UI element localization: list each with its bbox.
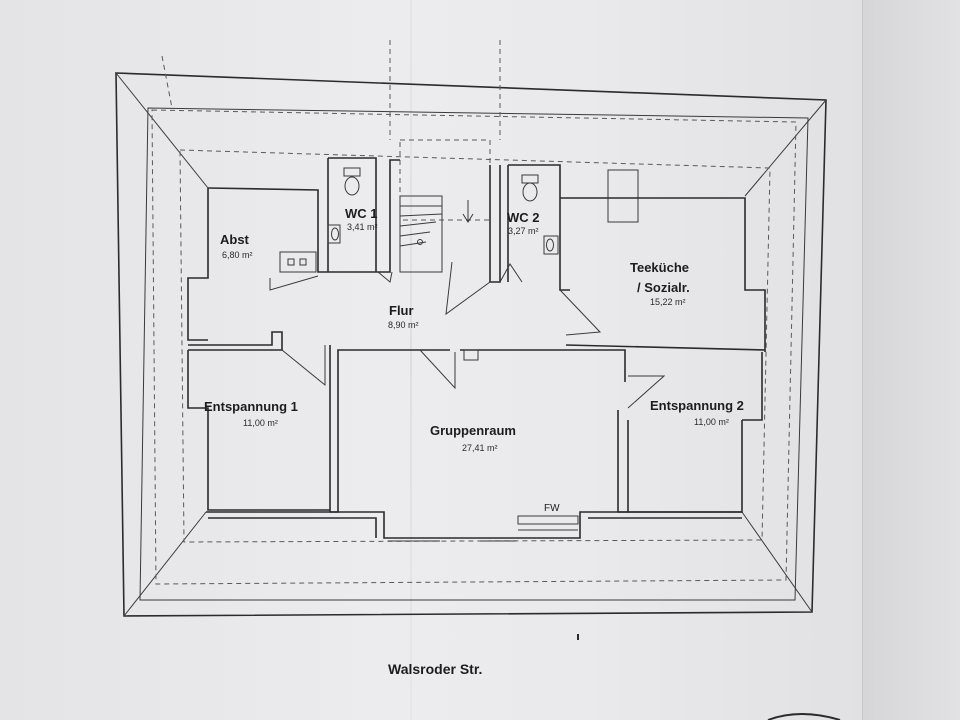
toilet-tank-wc1 bbox=[343, 167, 361, 177]
room-area-entspannung2: 11,00 m² bbox=[694, 417, 729, 427]
room-label-flur: Flur bbox=[389, 303, 414, 318]
toilet-tank-wc2 bbox=[521, 174, 539, 184]
wall-stair-right bbox=[489, 165, 501, 283]
room-label-teekueche-line2: / Sozialr. bbox=[637, 280, 690, 295]
door-wc1 bbox=[377, 271, 393, 283]
dashed-stair-void bbox=[399, 139, 491, 221]
room-label-gruppenraum: Gruppenraum bbox=[430, 423, 516, 438]
door-entspannung1 bbox=[281, 345, 326, 387]
room-area-abst: 6,80 m² bbox=[222, 250, 253, 260]
sink-wc2 bbox=[543, 235, 559, 255]
door-teekueche bbox=[559, 289, 602, 336]
room-area-entspannung1: 11,00 m² bbox=[243, 418, 278, 428]
wall-left-upper bbox=[187, 188, 209, 341]
room-area-flur: 8,90 m² bbox=[388, 320, 419, 330]
stair-step bbox=[399, 241, 427, 247]
column-marker bbox=[463, 349, 479, 361]
stair-newel bbox=[417, 239, 423, 245]
sink-icon bbox=[331, 227, 339, 241]
room-label-wc1: WC 1 bbox=[345, 206, 378, 221]
wall-entspannung2-rightedge bbox=[742, 352, 763, 421]
stair-step bbox=[399, 213, 443, 217]
hip-line-se bbox=[741, 511, 813, 613]
stair-step bbox=[399, 221, 437, 227]
door-abst bbox=[269, 275, 319, 291]
hip-line-ne bbox=[744, 99, 827, 197]
room-label-wc2: WC 2 bbox=[507, 210, 540, 225]
toilet-icon bbox=[522, 182, 538, 202]
room-area-wc1: 3,41 m² bbox=[347, 222, 378, 232]
toilet-icon bbox=[344, 176, 360, 196]
stair-arrow-head bbox=[462, 213, 474, 223]
door-stair bbox=[445, 261, 491, 316]
paper-fold bbox=[410, 0, 412, 720]
wall-gruppenraum-top bbox=[460, 349, 626, 382]
paper-edge bbox=[862, 0, 960, 720]
room-area-wc2: 3,27 m² bbox=[508, 226, 539, 236]
staircase bbox=[399, 195, 443, 273]
room-area-gruppenraum: 27,41 m² bbox=[462, 443, 498, 453]
sink-icon bbox=[546, 238, 554, 252]
room-label-teekueche: Teeküche bbox=[630, 260, 689, 275]
wall-entspannung1-top bbox=[188, 331, 283, 351]
hip-line-nw bbox=[115, 72, 209, 189]
wall-entspannung2-right bbox=[628, 420, 743, 513]
stamp-edge bbox=[767, 713, 841, 720]
room-label-entspannung1: Entspannung 1 bbox=[204, 399, 298, 414]
wall-entspannung1-left bbox=[187, 350, 330, 511]
wall-abst-wc1 bbox=[207, 159, 400, 273]
door-wc2 bbox=[499, 263, 523, 283]
wall-wc2-box bbox=[508, 164, 570, 291]
cabinet-knob bbox=[299, 258, 307, 266]
dashed-line-corner bbox=[161, 55, 173, 109]
escape-window bbox=[517, 515, 579, 525]
room-label-entspannung2: Entspannung 2 bbox=[650, 398, 744, 413]
escape-window-label: FW bbox=[544, 503, 560, 514]
wall-teekueche bbox=[560, 197, 766, 352]
door-entspannung2 bbox=[627, 375, 666, 409]
roof-inner-outline bbox=[139, 107, 809, 601]
cabinet-knob bbox=[287, 258, 295, 266]
cabinet-abst bbox=[279, 251, 317, 273]
wall-bottom bbox=[206, 511, 742, 539]
wall-gruppenraum-right bbox=[617, 410, 629, 513]
chimney bbox=[607, 169, 639, 223]
street-name: Walsroder Str. bbox=[388, 661, 482, 677]
wall-teekueche-bottom bbox=[565, 344, 766, 351]
wall-bottom-inner-left bbox=[208, 517, 377, 538]
dashed-outline-outer bbox=[151, 109, 797, 585]
hip-line-sw bbox=[123, 511, 207, 617]
door-gruppenraum bbox=[419, 349, 456, 390]
sink-wc1 bbox=[327, 224, 341, 244]
room-area-teekueche: 15,22 m² bbox=[650, 297, 686, 307]
room-label-abst: Abst bbox=[220, 232, 250, 247]
dashed-outline-inner bbox=[179, 149, 771, 543]
stair-step bbox=[399, 231, 431, 237]
wall-wc1-box bbox=[328, 157, 377, 272]
